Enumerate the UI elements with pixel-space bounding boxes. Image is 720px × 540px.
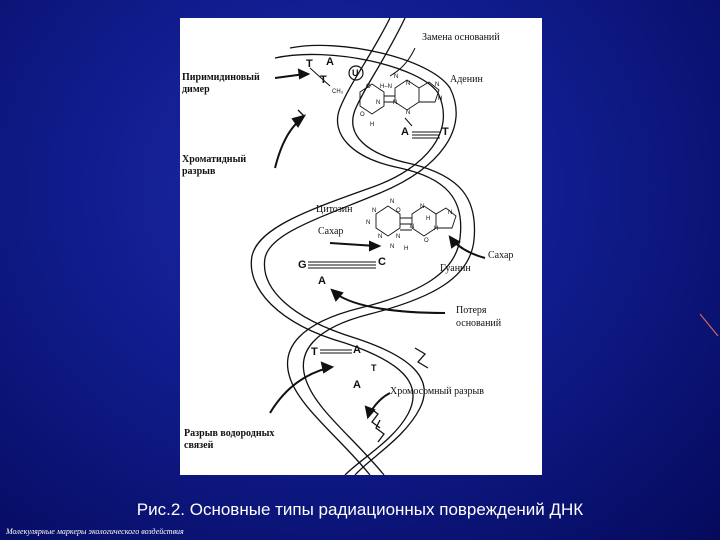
base-pair2-left: G	[298, 259, 307, 271]
base-pair3-right: A	[353, 344, 361, 356]
base-pair1-left: A	[401, 126, 409, 138]
pair1-hbonds	[412, 131, 440, 139]
atom-o4: O	[424, 238, 429, 244]
thy-ade-bonds	[384, 95, 395, 103]
base-pair2-right: C	[378, 256, 386, 268]
atom-n6: N	[390, 199, 395, 205]
atom-n3: N	[376, 100, 381, 106]
helix-strand-a-inner	[250, 53, 444, 475]
atom-n4: N	[393, 100, 398, 106]
atom-o1: O	[366, 84, 371, 90]
base-lower-a: A	[353, 379, 361, 391]
slide-footer: Молекулярные маркеры экологического возд…	[6, 527, 184, 536]
base-loss-arrow	[334, 292, 446, 314]
adenine-ring-b	[418, 81, 440, 103]
label-sugar-2: Сахар	[488, 250, 514, 261]
label-base-loss-line2: оснований	[456, 318, 502, 329]
chromosome-break-gap-top	[414, 347, 429, 369]
atom-o2: O	[360, 112, 365, 118]
sugar-arrow	[329, 242, 377, 247]
atom-h2: H	[370, 122, 375, 128]
atom-h-n: H–N	[380, 84, 393, 90]
label-pyrimidine-dimer-line1: Пиримидиновый	[182, 72, 260, 83]
label-guanine: Гуанин	[440, 263, 471, 274]
label-sugar-1: Сахар	[318, 226, 344, 237]
figure-caption: Рис.2. Основные типы радиационных повреж…	[136, 500, 584, 519]
label-base-substitution: Замена оснований	[422, 32, 500, 43]
substitution-line	[389, 47, 416, 77]
pair-a-line	[404, 117, 413, 127]
atom-n9: N	[448, 210, 453, 216]
base-dimer-t1: T	[306, 58, 313, 70]
label-chromatid-break-line1: Хроматидный	[182, 154, 247, 165]
label-adenine: Аденин	[450, 74, 483, 85]
cytosine-ring	[375, 205, 401, 237]
base-pair1-right: T	[442, 126, 449, 138]
label-hbond-break-line1: Разрыв водородных	[184, 428, 275, 439]
helix-strand-b-inner	[302, 18, 476, 475]
pair3-hbonds	[320, 349, 352, 354]
guanine-ring-b	[435, 207, 457, 229]
base-uracil: U	[352, 68, 359, 78]
pair2-hbonds	[308, 261, 376, 269]
lower-break-jag	[375, 419, 385, 443]
label-base-loss-line1: Потеря	[456, 305, 487, 316]
atom-n1: N	[406, 81, 411, 87]
label-cytosine: Цитозин	[316, 204, 353, 215]
base-pair3-left: T	[311, 346, 318, 358]
atom-n12: N	[378, 234, 383, 240]
atom-n10: N	[366, 220, 371, 226]
atom-h4: H	[434, 226, 439, 232]
atom-n13: N	[396, 234, 401, 240]
uracil-circle	[348, 65, 364, 81]
atom-o3: O	[396, 208, 401, 214]
base-lower-t: T	[371, 363, 377, 373]
label-chromatid-break-line2: разрыв	[182, 166, 216, 177]
base-dimer-t2: T	[320, 74, 327, 86]
atom-n7: N	[372, 208, 377, 214]
chromatid-arrow	[274, 119, 301, 169]
label-pyrimidine-dimer-line2: димер	[182, 84, 210, 95]
base-lone-a: A	[318, 275, 326, 287]
dimer-link	[309, 67, 331, 87]
cyt-gua-bonds	[400, 217, 412, 231]
dna-damage-figure: Замена оснований Пиримидиновый димер Аде…	[180, 18, 542, 475]
atom-h3: H	[426, 216, 431, 222]
label-hbond-break-line2: связей	[184, 440, 214, 451]
atom-n2: N	[435, 82, 440, 88]
atom-u-n: N	[394, 74, 399, 80]
label-chromosome-break: Хромосомный разрыв	[390, 386, 484, 397]
hbond-break-arrow	[269, 367, 329, 414]
base-dimer-a: A	[326, 56, 334, 68]
dna-helix-drawing	[250, 18, 486, 475]
atom-n14: N	[390, 244, 395, 250]
atom-h1: H	[438, 96, 443, 102]
atom-n8: N	[420, 204, 425, 210]
atom-ch3: CH₃	[332, 89, 344, 95]
atom-n11: N	[410, 224, 415, 230]
atom-h5: H	[404, 246, 409, 252]
thymine-ring	[359, 83, 385, 115]
decorative-line	[699, 313, 719, 337]
atom-n5: N	[406, 110, 411, 116]
helix-strand-a-outer	[263, 44, 457, 475]
